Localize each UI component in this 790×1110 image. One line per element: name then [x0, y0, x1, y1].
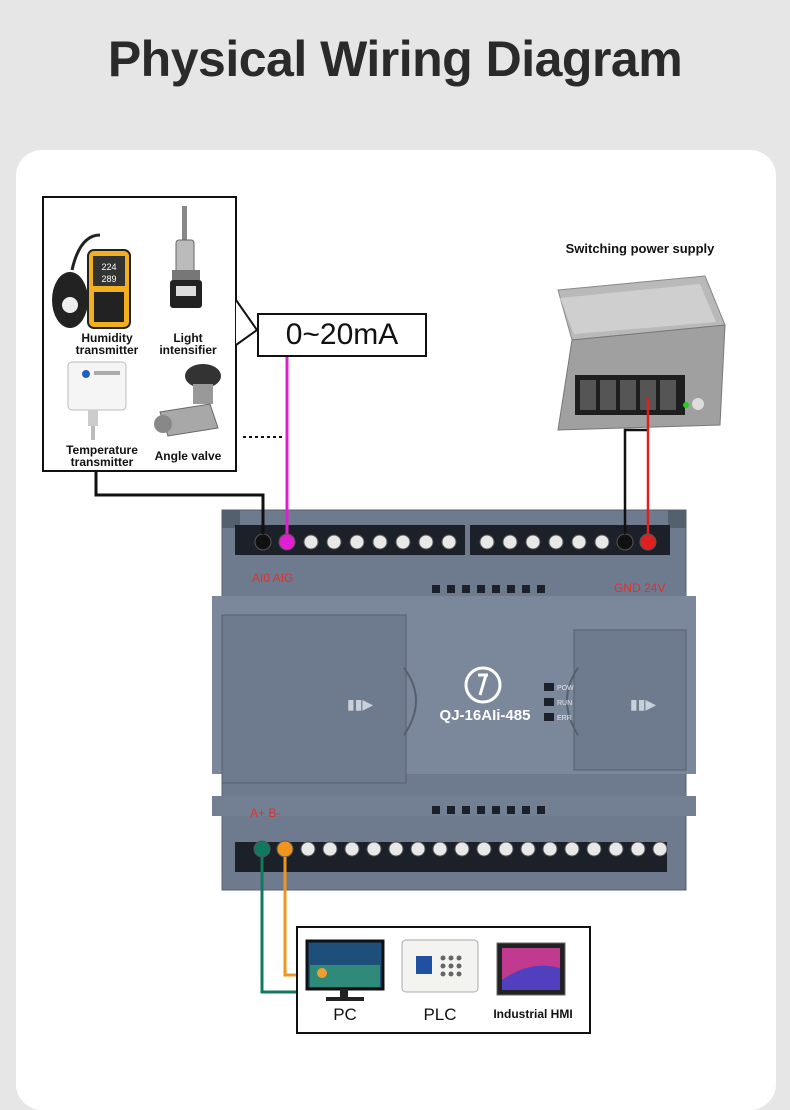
svg-text:▮▮▶: ▮▮▶ — [347, 696, 373, 712]
light-intensifier-icon — [170, 206, 202, 308]
humidity-transmitter-label: Humidity transmitter — [75, 331, 139, 357]
bottom-terminal-screws — [253, 840, 668, 858]
angle-valve-icon — [154, 364, 221, 437]
switching-power-supply-icon — [557, 275, 726, 431]
host-label-hmi: Industrial HMI — [493, 1007, 573, 1021]
rs485-terminal-label: A+ B- — [250, 806, 281, 820]
top-terminal-screws — [254, 533, 657, 551]
svg-text:▮▮▶: ▮▮▶ — [630, 696, 656, 712]
svg-text:289: 289 — [101, 274, 116, 284]
plc-icon — [401, 939, 479, 993]
pc-monitor-icon — [305, 939, 385, 1001]
led-label-pow: POW — [557, 685, 574, 692]
page-title: Physical Wiring Diagram — [107, 31, 683, 87]
input-terminal-label: AI0 AIG — [252, 571, 294, 585]
ground-wire — [94, 471, 265, 534]
module-model-label: QJ-16AIi-485 — [439, 707, 531, 724]
angle-valve-label: Angle valve — [154, 449, 222, 463]
power-terminal-label: GND 24V — [614, 581, 666, 595]
power-ground-wire — [623, 428, 648, 534]
signal-range-label: 0~20mA — [257, 313, 427, 357]
temperature-transmitter-label: Temperature transmitter — [66, 443, 138, 469]
err-led-icon — [544, 713, 554, 721]
pow-led-icon — [544, 683, 554, 691]
io-module-body: ▮▮▶ ▮▮▶ POW RUN ERR — [212, 509, 696, 891]
svg-text:224: 224 — [101, 262, 116, 272]
light-intensifier-label: Light intensifier — [159, 331, 217, 357]
rs485-a-wire — [260, 857, 297, 994]
temperature-transmitter-icon — [67, 361, 127, 440]
brand-logo-icon — [464, 666, 502, 704]
industrial-hmi-icon — [496, 942, 566, 996]
run-led-icon — [544, 698, 554, 706]
host-label-plc: PLC — [423, 1005, 457, 1024]
led-label-err: ERR — [557, 715, 572, 722]
host-label-pc: PC — [333, 1005, 357, 1024]
led-label-run: RUN — [557, 700, 572, 707]
humidity-transmitter-icon: 224 289 — [52, 233, 131, 329]
rs485-b-wire — [283, 857, 297, 977]
power-supply-label: Switching power supply — [565, 241, 715, 256]
callout-pointer — [235, 299, 259, 346]
